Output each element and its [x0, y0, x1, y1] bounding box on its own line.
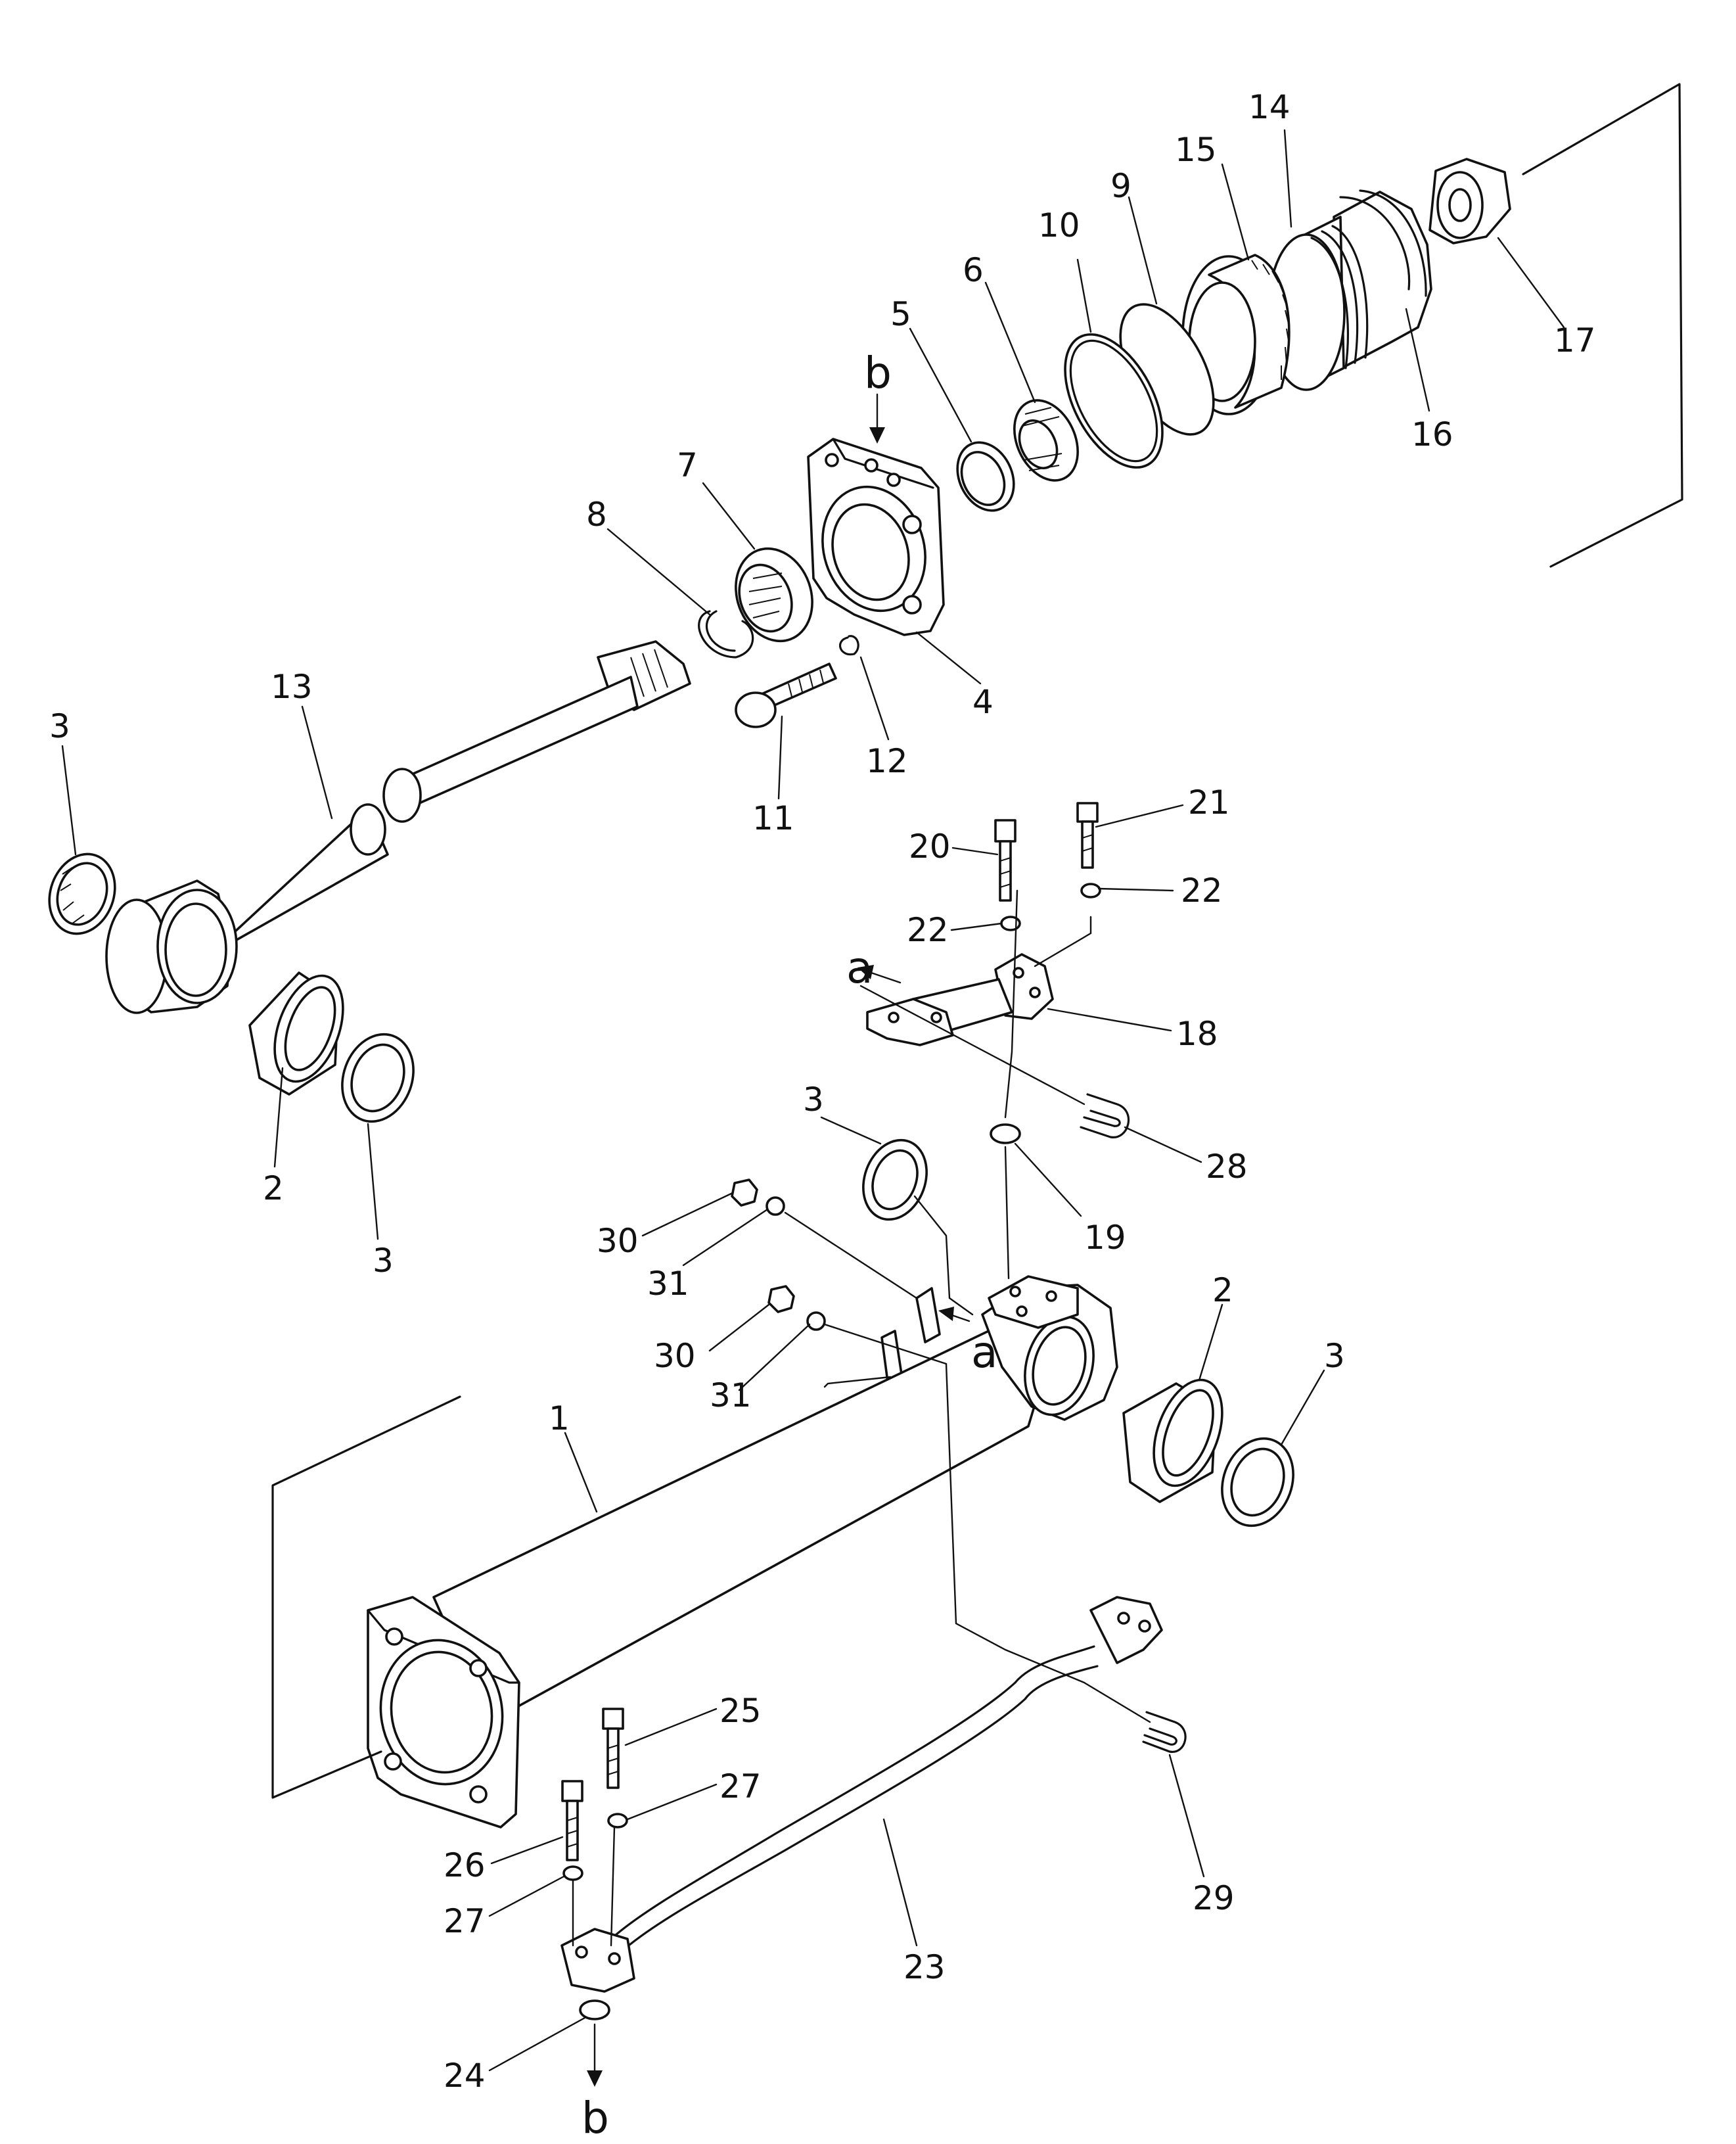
callout-16: 16 [1411, 415, 1453, 454]
part-5-ring [956, 441, 1015, 512]
callout-23: 23 [903, 1948, 946, 1986]
part-2-bushing-b [1122, 1378, 1223, 1503]
assembly-lines [572, 889, 1151, 1947]
part-3-seal-a [48, 852, 116, 935]
part-25-bolt [602, 1708, 624, 1789]
part-28-ubolt [1080, 1093, 1130, 1138]
callout-22-b: 22 [907, 911, 949, 949]
part-14-piston [1267, 191, 1432, 391]
callout-19: 19 [1084, 1219, 1126, 1257]
part-3-seal-d [1221, 1437, 1294, 1527]
callout-28: 28 [1206, 1148, 1248, 1186]
callout-31-a: 31 [647, 1265, 689, 1303]
part-17-nut [1428, 158, 1511, 245]
clamp-plate-a [915, 1287, 941, 1343]
part-23-pipe [560, 1596, 1163, 1993]
part-16-ring [1339, 189, 1427, 297]
part-6-bushing [1013, 399, 1079, 482]
callout-12: 12 [866, 742, 908, 780]
callout-30-b: 30 [654, 1337, 696, 1375]
part-18-pipe [866, 953, 1054, 1046]
callout-15: 15 [1175, 131, 1217, 169]
part-31-washer-b [806, 1311, 826, 1331]
part-10-ring-inner [1069, 339, 1158, 463]
part-1-cylinder-tube [367, 1275, 1118, 1829]
part-22-washer-b [1080, 883, 1101, 898]
callout-14: 14 [1248, 88, 1291, 126]
callouts: 14 15 9 10 17 16 6 5 7 8 4 12 11 13 3 21… [49, 88, 1596, 2095]
part-21-bolt [1076, 802, 1099, 869]
part-30-nut-a [731, 1178, 758, 1207]
part-31-washer-a [765, 1196, 785, 1216]
callout-9: 9 [1110, 167, 1131, 205]
part-11-bolt [735, 663, 837, 728]
callout-7: 7 [677, 446, 698, 484]
part-12-washer [839, 635, 859, 656]
callout-4: 4 [972, 683, 994, 721]
group-bracket-top [1522, 83, 1683, 568]
part-26-bolt [561, 1780, 583, 1861]
part-27-washer-b [562, 1865, 583, 1881]
part-2-bushing-a [248, 971, 344, 1096]
part-27-washer-a [607, 1813, 628, 1829]
callout-3-a: 3 [49, 707, 70, 745]
part-19-oring [990, 1123, 1021, 1144]
callout-3-d: 3 [1324, 1337, 1345, 1375]
callout-31-b: 31 [710, 1376, 752, 1414]
part-30-nut-b [767, 1285, 795, 1313]
group-bracket-bottom [271, 1395, 461, 1799]
callout-3-c: 3 [803, 1081, 824, 1119]
callout-5: 5 [890, 295, 911, 333]
leader-lines [61, 129, 1565, 2072]
part-7-gland [735, 547, 813, 643]
callout-21: 21 [1188, 783, 1230, 822]
part-22-washer-a [1000, 916, 1021, 931]
part-8-snap-ring [698, 610, 754, 659]
callout-24: 24 [444, 2057, 486, 2095]
part-20-bolt [994, 819, 1016, 902]
callout-22-a: 22 [1181, 872, 1223, 910]
part-13-piston-rod [105, 640, 691, 1014]
callout-20: 20 [909, 827, 951, 866]
callout-2-b: 2 [1212, 1271, 1233, 1309]
callout-25: 25 [720, 1692, 762, 1730]
callout-13: 13 [271, 668, 313, 706]
ref-arrows [587, 393, 971, 2087]
ref-a-bottom: a [971, 1327, 997, 1378]
callout-27-a: 27 [720, 1767, 762, 1806]
part-3-seal-b [341, 1033, 415, 1123]
callout-27-b: 27 [444, 1902, 486, 1940]
callout-6: 6 [963, 251, 984, 289]
callout-29: 29 [1193, 1879, 1235, 1917]
callout-8: 8 [586, 496, 607, 534]
callout-26: 26 [444, 1846, 486, 1884]
callout-2-a: 2 [263, 1169, 284, 1207]
callout-18: 18 [1176, 1015, 1218, 1053]
callout-1: 1 [549, 1399, 570, 1437]
part-4-cylinder-head [807, 438, 945, 636]
ref-letters: b a a b [582, 348, 997, 2143]
callout-30-a: 30 [597, 1222, 639, 1260]
callout-3-b: 3 [373, 1242, 394, 1280]
callout-11: 11 [752, 799, 794, 837]
ref-a-top: a [846, 943, 873, 993]
ref-b-bottom: b [582, 2093, 609, 2143]
part-29-ubolt [1142, 1711, 1187, 1753]
callout-10: 10 [1038, 206, 1080, 245]
ref-b-top: b [864, 348, 892, 398]
part-3-seal-c [862, 1138, 928, 1221]
part-24-oring [579, 1999, 610, 2020]
part-10-ring [1064, 333, 1164, 469]
callout-17: 17 [1554, 321, 1596, 360]
